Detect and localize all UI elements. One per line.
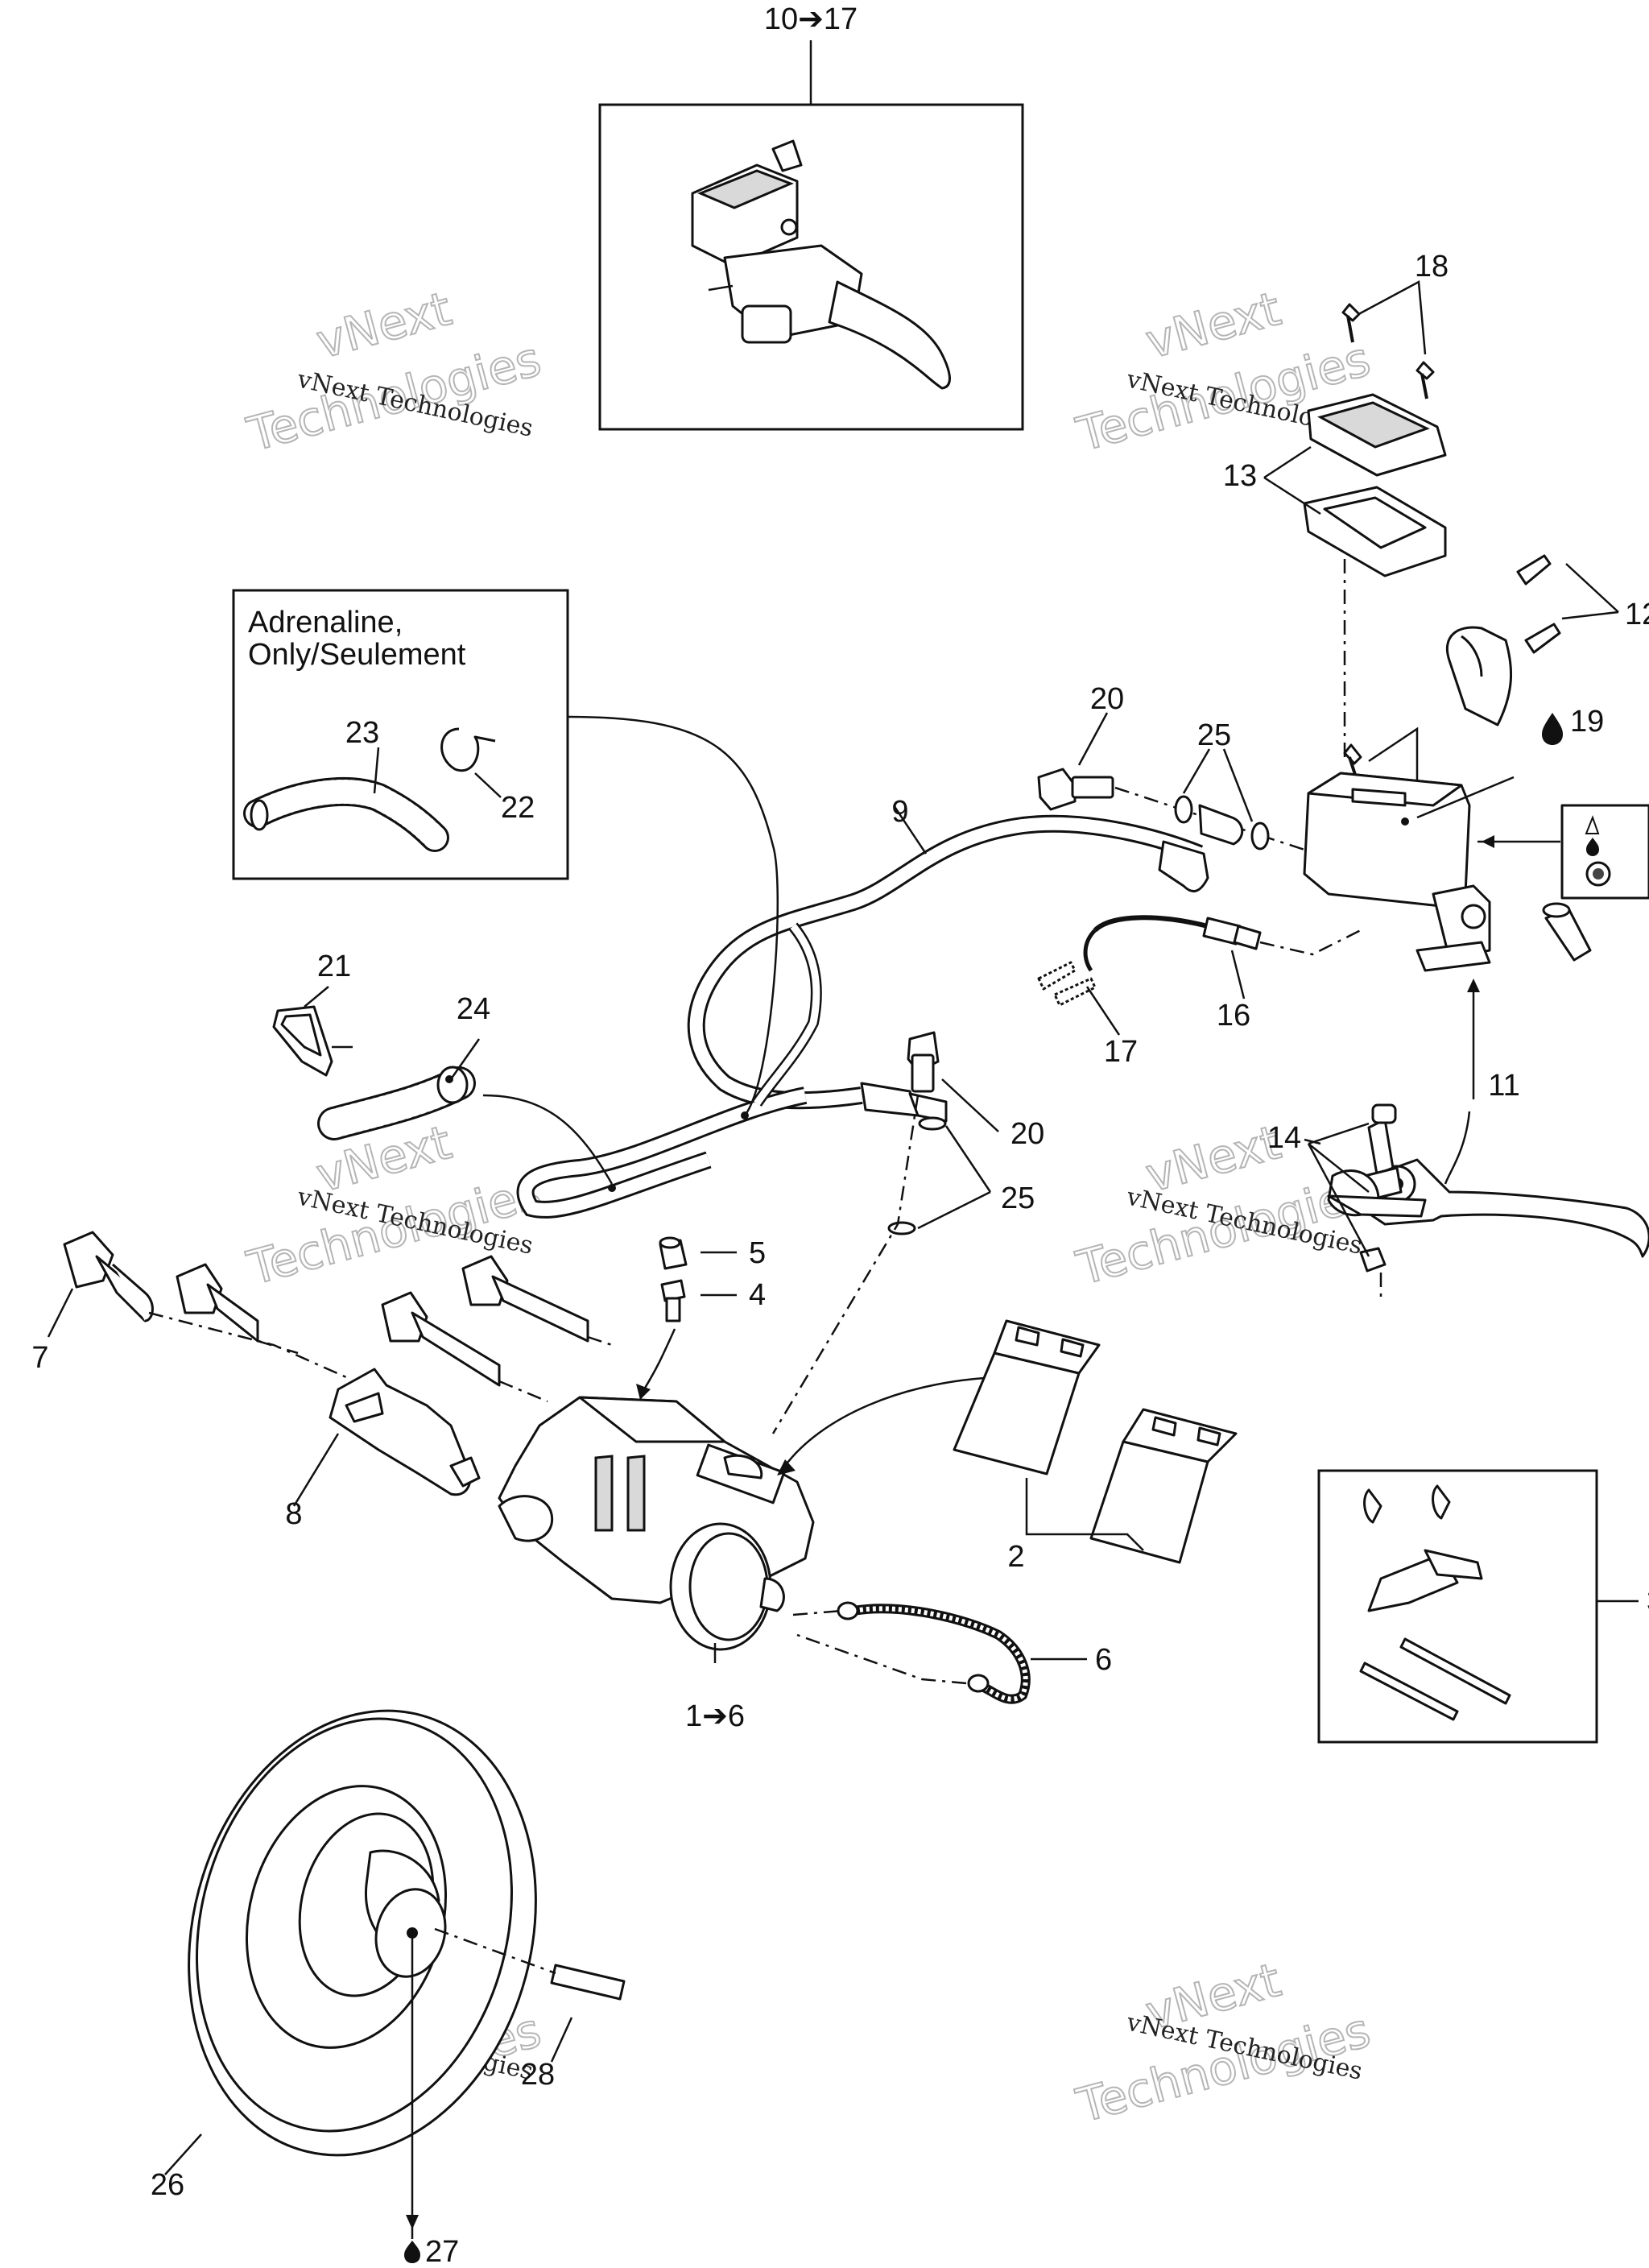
callout-12: 12	[1625, 598, 1649, 631]
watermark-bottom-right: vNext Technologies vNext Technologies	[1070, 1951, 1376, 2134]
brake-hose-9: 9	[516, 715, 1209, 1219]
callout-20-lower: 20	[1010, 1117, 1044, 1151]
protective-sleeve-24: 24	[317, 992, 616, 1192]
pad-hardware-kit-3: 3	[1317, 1469, 1649, 1744]
copper-washers-25-upper: 25	[1174, 718, 1270, 850]
callout-4: 4	[749, 1278, 766, 1312]
nut-14	[1359, 1247, 1387, 1273]
callout-17: 17	[1104, 1035, 1138, 1069]
callout-23: 23	[345, 716, 379, 750]
callout-25-lower: 25	[1001, 1182, 1035, 1215]
callout-22: 22	[501, 791, 535, 825]
bolt-7: 7	[31, 1231, 347, 1379]
callout-27: 27	[425, 2235, 459, 2268]
oil-drop-icon	[404, 2241, 420, 2263]
lever-cap	[1542, 902, 1592, 962]
pin-28: 28	[434, 1927, 626, 2092]
callout-21: 21	[317, 950, 351, 983]
callout-8: 8	[285, 1497, 302, 1531]
clip-22	[440, 727, 496, 772]
bleeder-cap-5: 5	[659, 1236, 766, 1270]
adrenaline-inset-frame	[232, 589, 569, 880]
connector-17: 17	[1037, 929, 1138, 1069]
callout-6: 6	[1095, 1643, 1112, 1677]
callout-7: 7	[31, 1341, 48, 1375]
callout-24: 24	[457, 992, 490, 1026]
callout-5: 5	[749, 1236, 766, 1270]
brake-lever-11: 11 14	[1267, 979, 1649, 1297]
fluid-level-icon-frame	[1560, 804, 1649, 900]
brake-switch-16: 16	[1093, 915, 1362, 1033]
adrenaline-only-inset: Adrenaline, Only/Seulement 23 22	[232, 589, 569, 880]
watermark-mid-right: vNext Technologies vNext Technologies	[1070, 1114, 1376, 1297]
watermark-top-left: vNext Technologies vNext Technologies	[241, 280, 547, 463]
callout-18: 18	[1415, 250, 1449, 284]
copper-washers-25-lower: 25	[771, 1095, 1035, 1434]
callout-20-upper: 20	[1090, 682, 1124, 716]
banjo-bolt-20-lower: 20	[907, 1031, 1044, 1151]
screw-18-leads	[1341, 280, 1435, 399]
inset-brake-lever	[828, 280, 951, 390]
master-cylinder-body	[1303, 556, 1515, 972]
callout-9: 9	[891, 795, 908, 829]
brake-pads-2: 2	[953, 1319, 1238, 1574]
handlebar-clamp-12: 12	[1445, 554, 1649, 726]
fluid-level-indicator	[1477, 804, 1649, 900]
bleeder-valve-4: 4	[636, 1278, 766, 1400]
callout-10-17: 10➔17	[764, 2, 858, 36]
callout-11: 11	[1488, 1069, 1519, 1103]
brake-caliper: 1➔6	[498, 1376, 999, 1733]
callout-19: 19	[1570, 705, 1604, 739]
adrenaline-note-line2: Only/Seulement	[248, 638, 466, 672]
brake-disc-26: 26	[151, 1709, 537, 2202]
clip-21: 21	[272, 950, 353, 1077]
callout-28: 28	[521, 2058, 555, 2092]
reservoir-cover-13: 13	[1223, 393, 1447, 577]
svg-text:vNext: vNext	[311, 281, 457, 370]
callout-3: 3	[1647, 1584, 1649, 1618]
caliper-bracket-8: 8	[285, 1368, 481, 1531]
callout-1-6: 1➔6	[685, 1699, 745, 1733]
master-cylinder-assembly-inset: 10➔17	[598, 2, 1024, 431]
oil-drop-19: 19	[1542, 705, 1604, 745]
svg-text:vNext: vNext	[1140, 281, 1286, 370]
caliper-bolts	[176, 1255, 613, 1403]
callout-25-upper: 25	[1197, 718, 1231, 752]
callout-13: 13	[1223, 459, 1257, 493]
protective-sleeve-23	[246, 779, 447, 850]
adrenaline-note-line1: Adrenaline,	[248, 606, 403, 639]
key-27: 27	[404, 1937, 459, 2268]
callout-16: 16	[1217, 999, 1250, 1033]
brake-line-6: 6	[792, 1601, 1112, 1704]
callout-14: 14	[1267, 1121, 1301, 1155]
oil-drop-icon	[1542, 713, 1563, 745]
callout-26: 26	[151, 2168, 184, 2202]
callout-2: 2	[1007, 1540, 1024, 1574]
